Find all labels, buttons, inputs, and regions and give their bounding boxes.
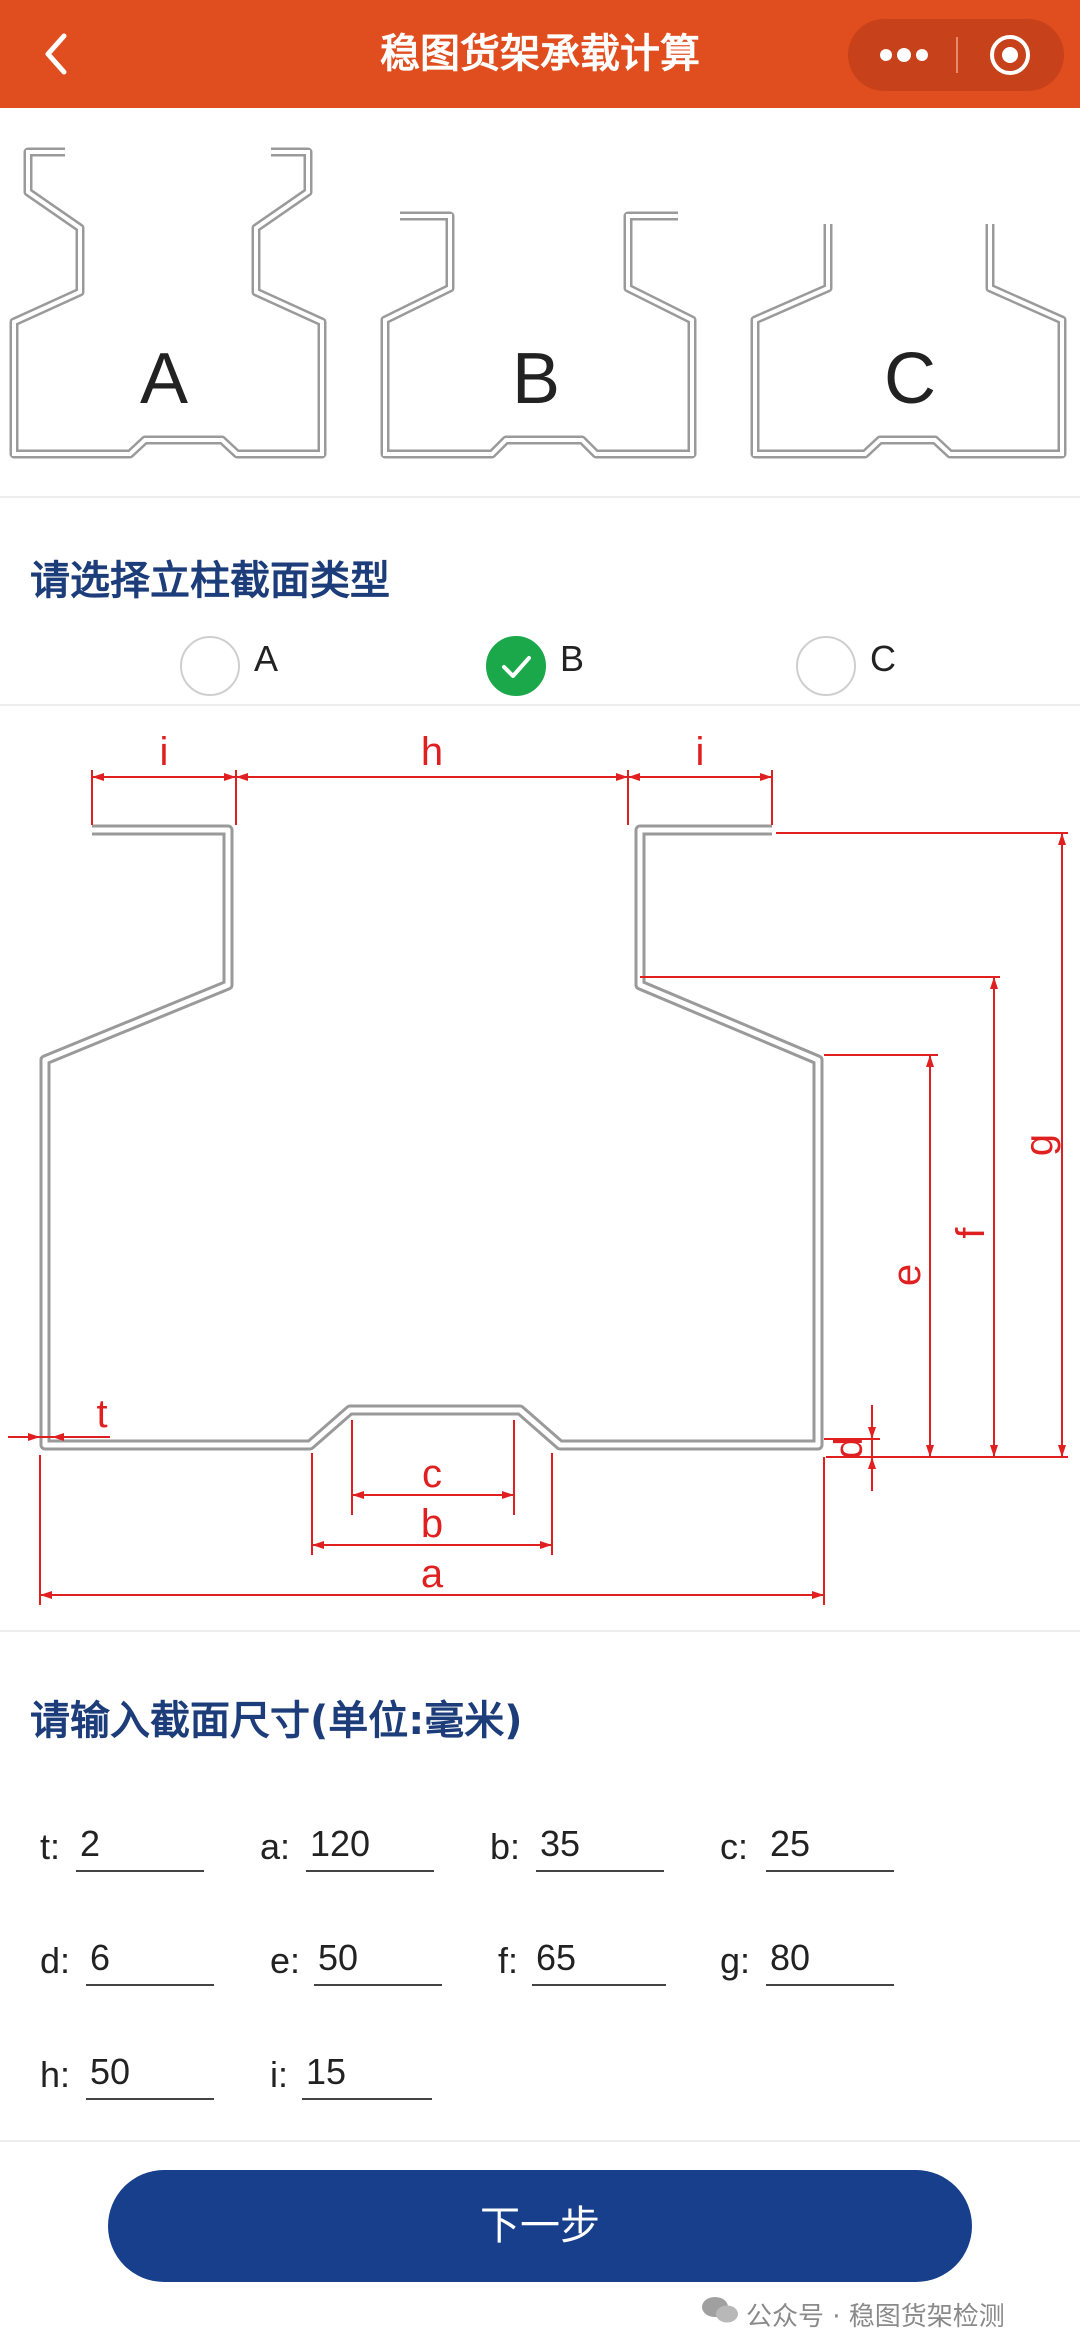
radio-option-a[interactable]	[180, 636, 240, 696]
field-g-input[interactable]	[766, 1932, 894, 1986]
field-d-label: d:	[40, 1940, 71, 1981]
profile-shapes	[9, 147, 1067, 459]
field-h-input[interactable]	[86, 2046, 214, 2100]
dim-label-b: b	[421, 1502, 443, 1546]
checkmark-icon	[502, 656, 531, 678]
field-b-label: b:	[490, 1826, 521, 1867]
field-c-label: c:	[720, 1826, 749, 1867]
top-bar: 稳图货架承载计算	[0, 0, 1080, 108]
dim-label-c: c	[422, 1452, 442, 1496]
field-a-label: a:	[260, 1826, 291, 1867]
watermark-text: 公众号 · 稳图货架检测	[746, 2302, 1005, 2332]
radio-option-c-label: C	[870, 638, 896, 679]
dim-label-d: d	[827, 1437, 871, 1459]
field-e-input[interactable]	[314, 1932, 442, 1986]
radio-option-b[interactable]	[486, 636, 546, 696]
field-a: a:	[260, 1812, 440, 1882]
capsule-divider	[956, 37, 958, 73]
field-f-label: f:	[498, 1940, 519, 1981]
radio-option-b-label: B	[560, 638, 585, 679]
dimension-arrows	[28, 773, 1066, 1599]
profile-a-label: A	[140, 339, 189, 419]
field-a-input[interactable]	[306, 1818, 434, 1872]
back-button[interactable]	[30, 24, 90, 84]
profile-c-label: C	[884, 339, 936, 419]
more-dots-icon	[880, 48, 928, 62]
radio-option-c[interactable]	[796, 636, 856, 696]
field-g: g:	[720, 1926, 900, 1996]
field-t: t:	[40, 1812, 220, 1882]
radio-option-a-label: A	[254, 638, 279, 679]
dim-label-t: t	[96, 1392, 107, 1436]
section-drawing: i h i t c b a g f e d	[8, 730, 1068, 1605]
field-h: h:	[40, 2040, 220, 2110]
dim-label-i-right: i	[696, 730, 705, 774]
wechat-icon	[702, 2297, 738, 2323]
field-g-label: g:	[720, 1940, 751, 1981]
field-t-input[interactable]	[76, 1818, 204, 1872]
page-title: 稳图货架承载计算	[380, 31, 700, 77]
field-i-input[interactable]	[302, 2046, 432, 2100]
field-e-label: e:	[270, 1940, 301, 1981]
section-size-heading: 请输入截面尺寸(单位:毫米)	[30, 1698, 523, 1744]
dim-label-a: a	[421, 1552, 444, 1596]
divider	[0, 704, 1080, 706]
dim-label-f: f	[949, 1227, 993, 1239]
field-c-input[interactable]	[766, 1818, 894, 1872]
field-i: i:	[270, 2040, 450, 2110]
dimension-diagram: i h i t c b a g f e d	[0, 715, 1080, 1620]
field-t-label: t:	[40, 1826, 61, 1867]
field-f: f:	[498, 1926, 678, 1996]
next-step-button[interactable]: 下一步	[108, 2170, 972, 2282]
divider	[0, 496, 1080, 498]
close-button[interactable]	[956, 19, 1064, 91]
section-type-radio-group: A B C	[0, 630, 1080, 704]
dimension-lines	[8, 770, 1068, 1605]
section-type-heading: 请选择立柱截面类型	[30, 558, 390, 604]
dim-label-e: e	[885, 1264, 929, 1286]
more-button[interactable]	[848, 19, 956, 91]
field-f-input[interactable]	[532, 1932, 666, 1986]
field-b: b:	[490, 1812, 670, 1882]
profile-b-label: B	[512, 339, 561, 419]
dim-label-g: g	[1017, 1134, 1061, 1156]
mini-program-capsule	[848, 19, 1064, 91]
dim-label-i-left: i	[160, 730, 169, 774]
profile-thumbnails: A B C	[0, 128, 1080, 488]
profile-b-outline	[39, 824, 824, 1451]
field-e: e:	[270, 1926, 450, 1996]
field-c: c:	[720, 1812, 900, 1882]
field-b-input[interactable]	[536, 1818, 664, 1872]
divider	[0, 1630, 1080, 1632]
target-icon	[990, 35, 1030, 75]
divider	[0, 2140, 1080, 2142]
field-d: d:	[40, 1926, 220, 1996]
field-h-label: h:	[40, 2054, 71, 2095]
dim-label-h: h	[421, 730, 443, 774]
field-i-label: i:	[270, 2054, 288, 2095]
chevron-left-icon	[45, 33, 67, 75]
field-d-input[interactable]	[86, 1932, 214, 1986]
